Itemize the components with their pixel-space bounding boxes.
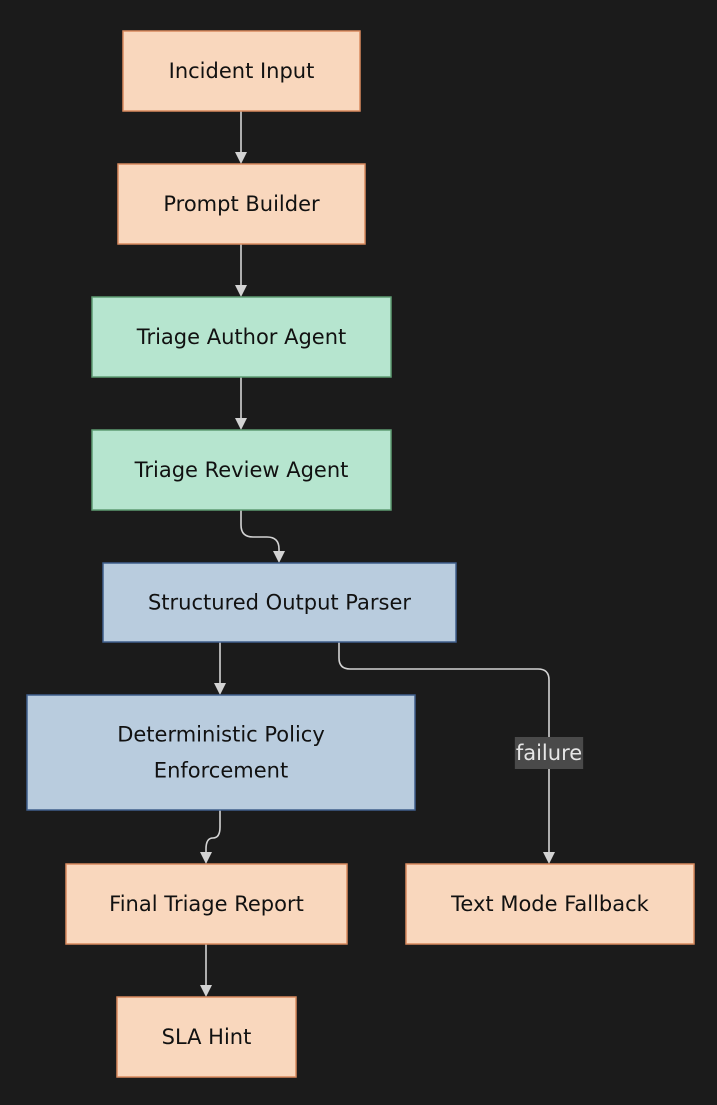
node-label: Incident Input bbox=[169, 59, 315, 83]
node-label: Final Triage Report bbox=[109, 892, 304, 916]
node-box bbox=[26, 694, 416, 811]
edge-triage-review-agent-to-structured-output-parser bbox=[240, 510, 285, 563]
node-box bbox=[117, 163, 366, 245]
node-label: Structured Output Parser bbox=[148, 591, 411, 615]
node-box bbox=[405, 863, 695, 945]
node-label: Text Mode Fallback bbox=[450, 892, 649, 916]
edge-deterministic-policy-enforcement-to-final-triage-report bbox=[200, 810, 221, 864]
edge-label-failure: failure bbox=[514, 737, 584, 769]
node-sla-hint: SLA Hint bbox=[116, 996, 297, 1078]
node-label: SLA Hint bbox=[162, 1025, 252, 1049]
edges: failure bbox=[200, 111, 584, 997]
node-text-mode-fallback: Text Mode Fallback bbox=[405, 863, 695, 945]
node-box bbox=[116, 996, 297, 1078]
node-label: Prompt Builder bbox=[163, 192, 320, 216]
node-incident-input: Incident Input bbox=[122, 30, 361, 112]
node-label: Triage Author Agent bbox=[136, 325, 347, 349]
node-triage-author-agent: Triage Author Agent bbox=[91, 296, 392, 378]
node-label: Triage Review Agent bbox=[134, 458, 349, 482]
node-box bbox=[65, 863, 348, 945]
edge-label-background bbox=[514, 737, 584, 769]
node-structured-output-parser: Structured Output Parser bbox=[102, 562, 457, 643]
node-box bbox=[91, 296, 392, 378]
node-box bbox=[102, 562, 457, 643]
node-box bbox=[122, 30, 361, 112]
node-box bbox=[91, 429, 392, 511]
node-triage-review-agent: Triage Review Agent bbox=[91, 429, 392, 511]
edge-structured-output-parser-to-text-mode-fallback bbox=[338, 642, 555, 864]
edge-label-text: failure bbox=[516, 741, 582, 765]
node-prompt-builder: Prompt Builder bbox=[117, 163, 366, 245]
node-final-triage-report: Final Triage Report bbox=[65, 863, 348, 945]
